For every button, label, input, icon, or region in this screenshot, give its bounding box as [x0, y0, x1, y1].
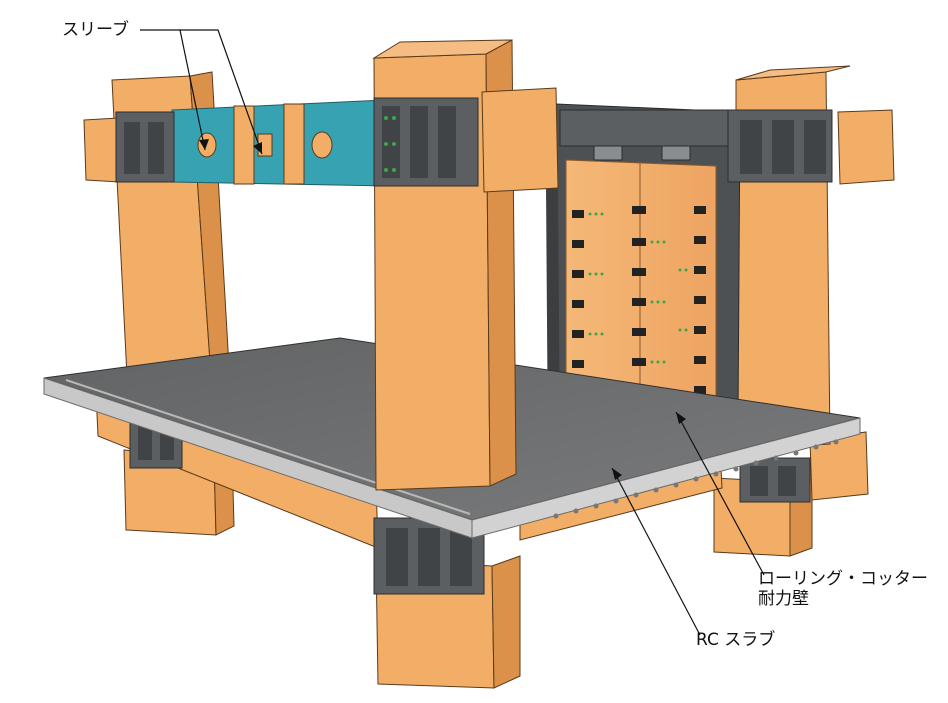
upper-joint-left: [115, 111, 175, 183]
rolling-cotter-wall: [565, 159, 717, 447]
sleeve-hole-1: [197, 132, 217, 158]
cotter-column-right: [694, 206, 706, 394]
rolling-cotter-wall-label: ローリング・コッター 耐力壁: [758, 569, 928, 610]
beam-stub-right: [837, 109, 895, 185]
slab-leader: [611, 467, 701, 636]
wall-leader: [675, 411, 765, 576]
bolt-dots: [588, 212, 688, 364]
upper-joint-right: [727, 109, 833, 183]
sleeve-hole-3: [311, 131, 333, 159]
upper-joint-center: [373, 97, 479, 187]
rc-slab-label: RC スラブ: [696, 630, 776, 650]
beam-stub-left: [83, 117, 121, 183]
leader-arrowheads: [199, 139, 686, 480]
wall-label-line1: ローリング・コッター: [758, 569, 928, 589]
upper-beam: [171, 99, 387, 187]
sleeve-label: スリーブ: [62, 20, 129, 40]
leader-lines: [140, 29, 765, 636]
lower-joint-right: [739, 457, 811, 503]
sleeve-leader-2: [180, 29, 263, 155]
wall-label-line2: 耐力壁: [758, 589, 809, 610]
beam-stub-center: [481, 87, 559, 193]
slab-edge-holes: [553, 439, 839, 519]
